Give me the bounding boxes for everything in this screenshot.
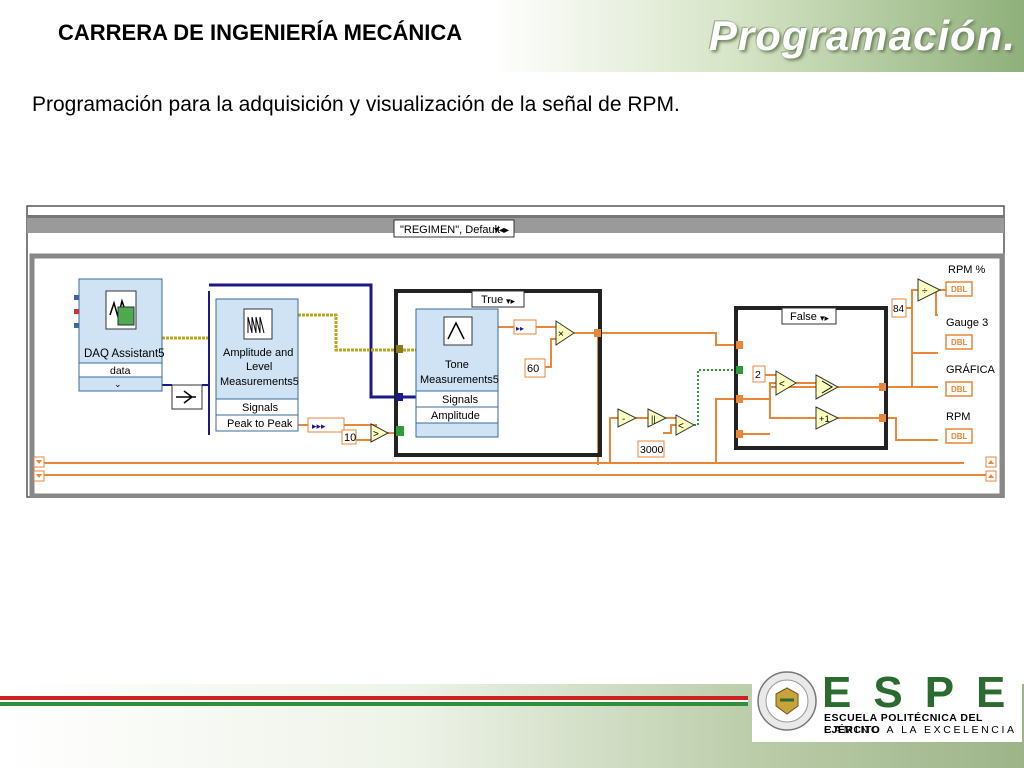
greater-than-node[interactable] (370, 423, 390, 443)
tone-index-node[interactable] (513, 319, 537, 335)
svg-text:DBL: DBL (951, 285, 968, 294)
select-node[interactable] (815, 374, 840, 400)
career-title: CARRERA DE INGENIERÍA MECÁNICA (58, 20, 463, 45)
absolute-value-label: || (651, 414, 656, 424)
amplitude-output-terminal: Peak to Peak (227, 418, 293, 430)
less-than-label-2: < (779, 379, 785, 390)
school-motto: CAMINO A LA EXCELENCIA (824, 724, 1017, 736)
increment-label: +1 (819, 414, 830, 425)
array-index-node[interactable] (307, 417, 345, 433)
indicator-label-rpm-percent: RPM % (948, 264, 986, 276)
case-false-selector[interactable] (781, 307, 837, 325)
header-background (0, 0, 1024, 72)
constant-2-label: 2 (755, 369, 761, 381)
less-than-label: < (678, 421, 684, 432)
footer-stripe-green (0, 702, 748, 706)
svg-text:▸▸: ▸▸ (516, 324, 524, 333)
absolute-value-node[interactable] (647, 408, 668, 428)
footer-stripe-red (0, 696, 748, 700)
amplitude-label-2: Level (246, 361, 272, 373)
tone-label-1: Tone (445, 359, 469, 371)
school-name: ESCUELA POLITÉCNICA DEL EJÉRCITO (824, 712, 983, 736)
seal-icon (757, 671, 817, 731)
brand-logo-text: ESPE (822, 668, 1024, 717)
case-top-band (27, 217, 1004, 233)
case-selector-label: "REGIMEN", Default (400, 224, 500, 236)
daq-output-terminal: data (110, 365, 131, 377)
increment-node[interactable] (815, 406, 840, 430)
svg-text:DBL: DBL (951, 385, 968, 394)
constant-10 (341, 429, 357, 445)
constant-3000 (637, 440, 665, 458)
amplitude-input-terminal: Signals (242, 402, 279, 414)
slide-subtitle: Programación para la adquisición y visua… (32, 93, 680, 116)
chevron-down-icon[interactable]: ▾▸ (506, 296, 516, 306)
chevron-down-icon[interactable]: ▾▸ (820, 313, 830, 323)
case-selector-terminal (396, 426, 404, 436)
multiply-label: × (558, 329, 564, 340)
case-selector[interactable] (393, 219, 515, 238)
constant-84-label: 84 (893, 304, 905, 315)
multiply-node[interactable] (555, 320, 575, 346)
tone-input-terminal: Signals (442, 394, 479, 406)
daq-assistant-node[interactable]: DAQ Assistant5 data ⌄ (74, 278, 165, 392)
block-diagram: "REGIMEN", Default ▾◂▸ (26, 205, 1005, 498)
case-true-selector[interactable] (471, 290, 525, 308)
constant-84 (891, 298, 907, 318)
svg-text:▸▸▸: ▸▸▸ (312, 421, 326, 431)
constant-60-label: 60 (527, 363, 539, 375)
subtract-node[interactable] (617, 408, 638, 428)
tone-output-terminal: Amplitude (431, 410, 480, 422)
indicator-rpm[interactable] (945, 428, 973, 444)
constant-60 (524, 358, 546, 378)
amplitude-label-1: Amplitude and (223, 347, 293, 359)
svg-text:DBL: DBL (951, 338, 968, 347)
constant-10-label: 10 (344, 432, 356, 444)
divide-label: ÷ (922, 286, 928, 297)
indicator-grafica[interactable] (945, 381, 973, 397)
indicator-gauge[interactable] (945, 334, 973, 350)
chevron-down-icon[interactable]: ▾◂▸ (494, 225, 509, 236)
indicator-label-gauge: Gauge 3 (946, 317, 988, 329)
indicator-rpm-percent[interactable] (945, 281, 973, 297)
indicator-label-grafica: GRÁFICA (946, 363, 996, 376)
divide-node[interactable] (917, 278, 942, 302)
subtract-label: - (622, 414, 625, 425)
amplitude-label-3: Measurements5 (220, 376, 299, 388)
constant-2 (752, 365, 766, 383)
daq-assistant-label: DAQ Assistant5 (84, 348, 165, 360)
greater-than-label: > (373, 429, 379, 440)
less-than-node[interactable] (675, 414, 696, 436)
slide-title: Programación. (708, 12, 1016, 59)
case-false-label: False (790, 311, 817, 323)
indicator-label-rpm: RPM (946, 411, 970, 423)
constant-3000-label: 3000 (640, 444, 664, 456)
amplitude-level-node[interactable]: Amplitude and Level Measurements5 Signal… (215, 298, 299, 432)
tone-label-2: Measurements5 (420, 374, 499, 386)
tone-measurements-node[interactable]: Tone Measurements5 Signals Amplitude (415, 308, 499, 438)
less-than-node-2[interactable] (775, 370, 797, 396)
svg-text:⌄: ⌄ (114, 379, 122, 389)
case-true-label: True (481, 294, 503, 306)
svg-text:DBL: DBL (951, 432, 968, 441)
